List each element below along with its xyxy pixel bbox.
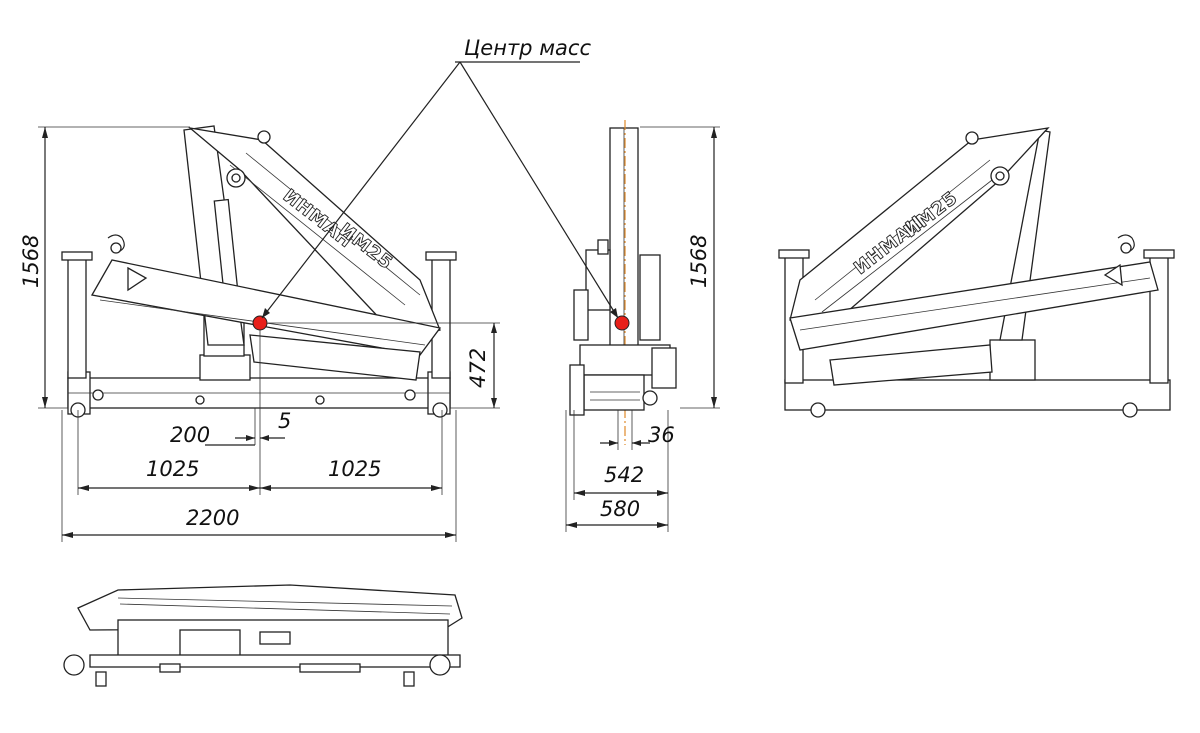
side-offset-label: 36: [648, 423, 675, 447]
half-offset-label: 200: [170, 423, 210, 447]
right-half-label: 1025: [328, 457, 381, 481]
rear-view: ИНМАН ИМ25: [778, 127, 1175, 418]
outer-width-label: 580: [600, 497, 640, 521]
front-dimensions: 1568 472 200 5 1025 1025 2: [19, 126, 500, 542]
center-of-mass-annotation: Центр масс: [261, 36, 619, 319]
center-of-mass-marker-front: [252, 315, 268, 331]
center-of-mass-label: Центр масс: [464, 36, 591, 60]
side-view: [569, 120, 677, 445]
com-height-label: 472: [466, 348, 490, 388]
com-offset-label: 5: [278, 409, 291, 433]
inner-width-label: 542: [604, 463, 644, 487]
left-half-label: 1025: [146, 457, 199, 481]
side-dimensions: 1568 36 542 580: [565, 126, 720, 532]
center-of-mass-marker-side: [614, 315, 630, 331]
top-view: [63, 584, 463, 687]
side-height-label: 1568: [687, 235, 711, 288]
front-height-label: 1568: [19, 235, 43, 288]
total-width-label: 2200: [186, 506, 239, 530]
front-view: ИНМАН ИМ25: [61, 125, 457, 418]
